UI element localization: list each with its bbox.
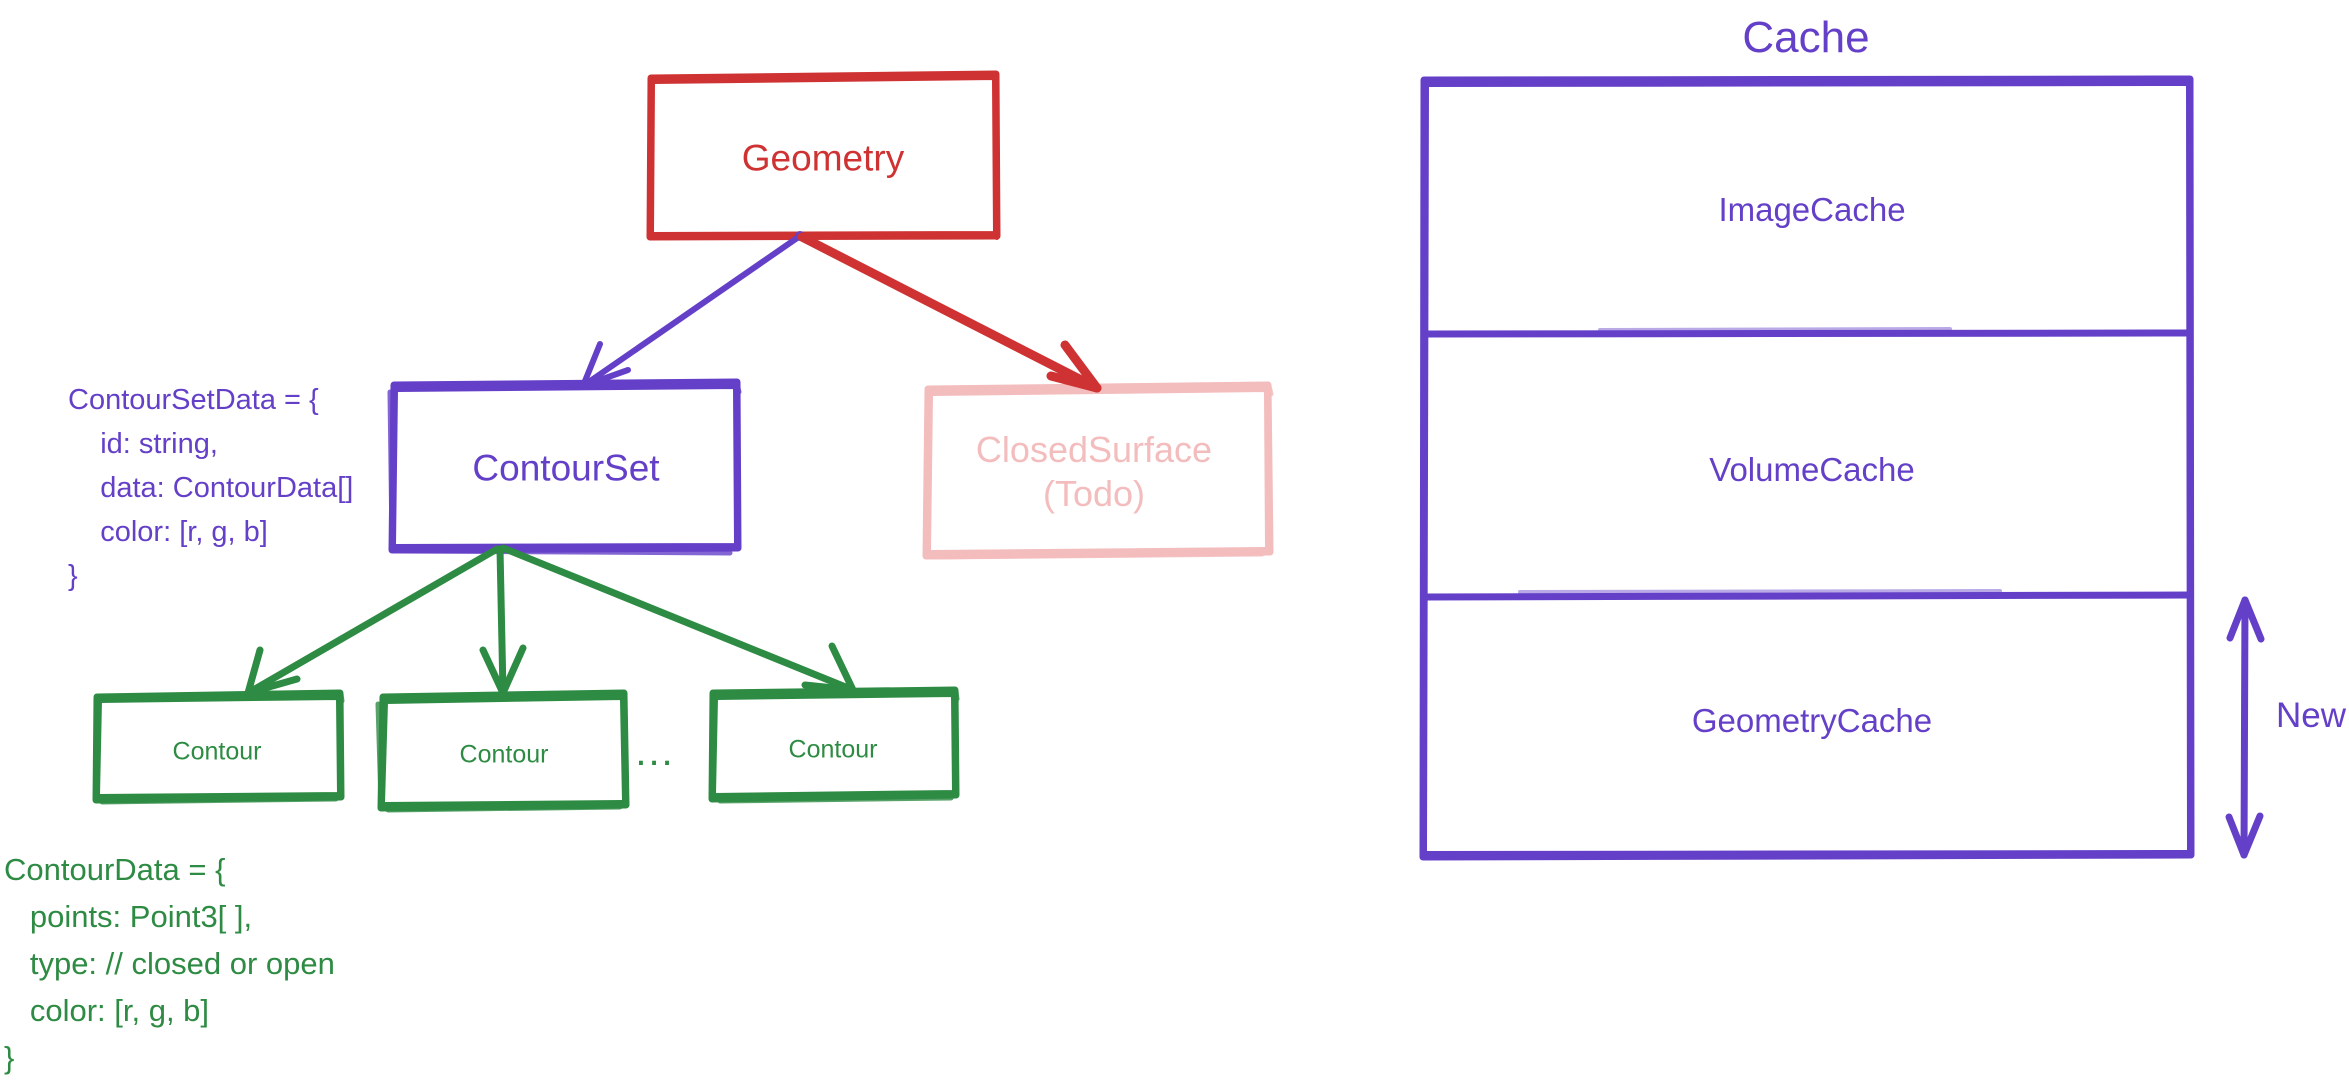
arrow-geometry-to-closedsurface <box>797 232 1102 393</box>
cache-row-label-volumecache[interactable]: VolumeCache <box>1709 451 1915 488</box>
arrow-geometry-to-contourset <box>580 231 805 389</box>
contour-label-1: Contour <box>172 737 262 766</box>
contour-label-3: Contour <box>788 735 878 764</box>
contour-label-2: Contour <box>459 740 549 769</box>
geometry-label: Geometry <box>741 137 905 179</box>
cache-divider-1 <box>1420 327 2194 338</box>
new-range-arrow <box>2225 596 2265 859</box>
contourdata-code: ContourData = { points: Point3[ ], type:… <box>4 852 335 1076</box>
cache-row-label-imagecache[interactable]: ImageCache <box>1718 191 1906 228</box>
contourset-label: ContourSet <box>472 447 660 489</box>
contoursetdata-code: ContourSetData = { id: string, data: Con… <box>68 384 354 593</box>
new-annotation-label: New <box>2276 696 2347 735</box>
diagram-canvas: .stroke-red { stroke: #cf3232; fill: non… <box>4 13 2347 1075</box>
closedsurface-label-line2: (Todo) <box>1042 472 1146 514</box>
cache-divider-2 <box>1420 589 2194 601</box>
cache-title: Cache <box>1742 13 1870 62</box>
arrow-contourset-to-contour2 <box>479 545 527 697</box>
arrow-contourset-to-contour3 <box>499 544 857 694</box>
cache-row-label-geometrycache[interactable]: GeometryCache <box>1691 702 1933 739</box>
closedsurface-label-line1: ClosedSurface <box>975 428 1213 470</box>
contour-ellipsis: ... <box>635 730 675 774</box>
